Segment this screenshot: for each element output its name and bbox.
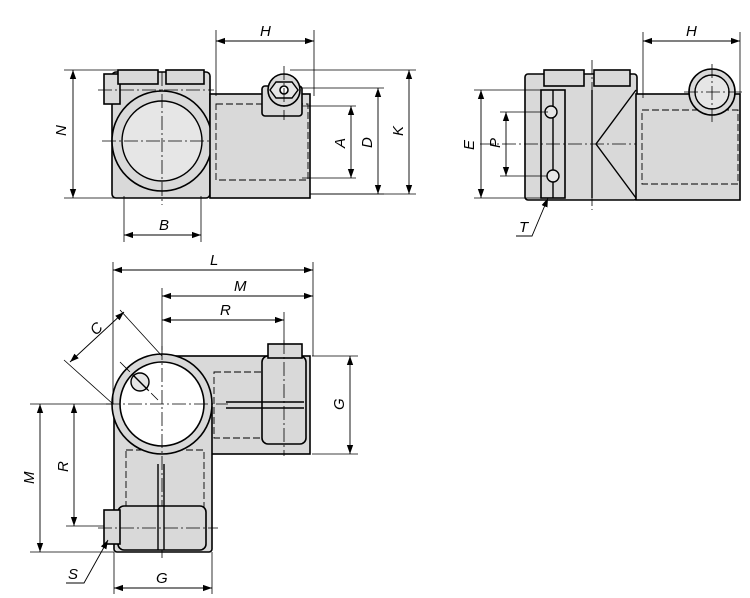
side-dim-P-label: P <box>487 138 504 148</box>
top-dim-R-left-label: R <box>55 461 72 472</box>
front-dim-H-label: H <box>260 23 271 40</box>
front-clamp-top-right <box>165 69 205 85</box>
side-view: H E P T <box>461 23 744 237</box>
side-dim-E-label: E <box>461 139 478 150</box>
side-clamp-top-left <box>543 69 585 87</box>
top-dim-M-left-label: M <box>21 471 38 484</box>
side-clamp-top-right <box>593 69 631 87</box>
front-dim-D-label: D <box>359 137 376 148</box>
top-bottom-screw-head <box>103 509 121 545</box>
front-clamp-top-left <box>117 69 159 85</box>
top-dim-G-bottom-label: G <box>156 570 168 587</box>
side-dim-H-label: H <box>686 23 697 40</box>
side-dim-T-label: T <box>519 219 530 236</box>
top-right-screw-head <box>267 343 303 359</box>
top-dim-S-label: S <box>68 566 78 583</box>
front-clamp-lug-left <box>103 73 121 105</box>
top-dim-M-label: M <box>234 278 247 295</box>
top-dim-C-label: C <box>87 319 107 339</box>
front-dim-A-label: A <box>332 138 349 149</box>
top-dim-L-label: L <box>210 252 218 269</box>
front-dim-N-label: N <box>53 125 70 136</box>
front-dim-B-label: B <box>159 217 169 234</box>
front-view: H N A D K B <box>53 23 416 242</box>
top-dim-R-label: R <box>220 302 231 319</box>
top-view: L M R C G M R S G <box>21 252 358 594</box>
side-screw-bottom <box>546 169 560 183</box>
top-dim-G-right-label: G <box>331 398 348 410</box>
front-dim-K-label: K <box>390 125 407 136</box>
